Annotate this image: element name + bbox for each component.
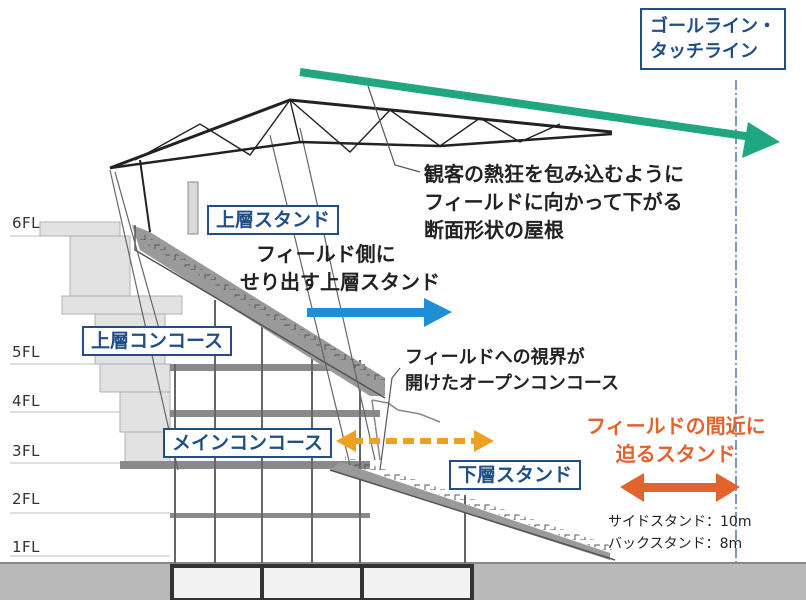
roof-description: 観客の熱狂を包み込むように フィールドに向かって下がる 断面形状の屋根 bbox=[424, 162, 684, 242]
upper-stand-rake bbox=[132, 225, 386, 399]
green-roof-arrow bbox=[299, 68, 780, 158]
upper-stand-label: 上層スタンド bbox=[207, 205, 340, 235]
open-concourse-description: フィールドへの視界が 開けたオープンコンコース bbox=[405, 347, 620, 394]
near-field-stand-description: フィールドの間近に 迫るスタンド bbox=[586, 414, 766, 466]
floor-label-4fl: 4FL bbox=[12, 392, 41, 410]
lower-stand-rake bbox=[329, 456, 616, 561]
goal-line-label: ゴールライン・ タッチライン bbox=[640, 8, 786, 70]
floor-label-2fl: 2FL bbox=[12, 490, 41, 508]
main-concourse-label: メインコンコース bbox=[163, 428, 333, 458]
floor-label-5fl: 5FL bbox=[12, 343, 41, 361]
basement bbox=[170, 564, 474, 600]
roof-stay-cables bbox=[109, 127, 376, 471]
lower-stand-label: 下層スタンド bbox=[449, 460, 582, 490]
upper-concourse-label: 上層コンコース bbox=[82, 326, 233, 356]
open-concourse-rails bbox=[371, 399, 441, 461]
roof-truss bbox=[109, 98, 613, 235]
orange-concourse-arrow bbox=[336, 430, 494, 452]
floor-label-6fl: 6FL bbox=[12, 214, 41, 232]
floor-label-1fl: 1FL bbox=[12, 538, 41, 556]
red-distance-arrow bbox=[620, 473, 740, 502]
back-stand-distance: バックスタンド：8m bbox=[608, 536, 743, 552]
floor-slabs bbox=[120, 364, 380, 518]
upper-stand-description: フィールド側に せり出す上層スタンド bbox=[240, 242, 440, 294]
leader-lines bbox=[367, 85, 421, 471]
stand-distances: サイドスタンド：10m バックスタンド：8m bbox=[608, 511, 751, 555]
side-stand-distance: サイドスタンド：10m bbox=[608, 514, 752, 530]
floor-label-3fl: 3FL bbox=[12, 442, 41, 460]
blue-upper-stand-arrow bbox=[307, 298, 452, 327]
